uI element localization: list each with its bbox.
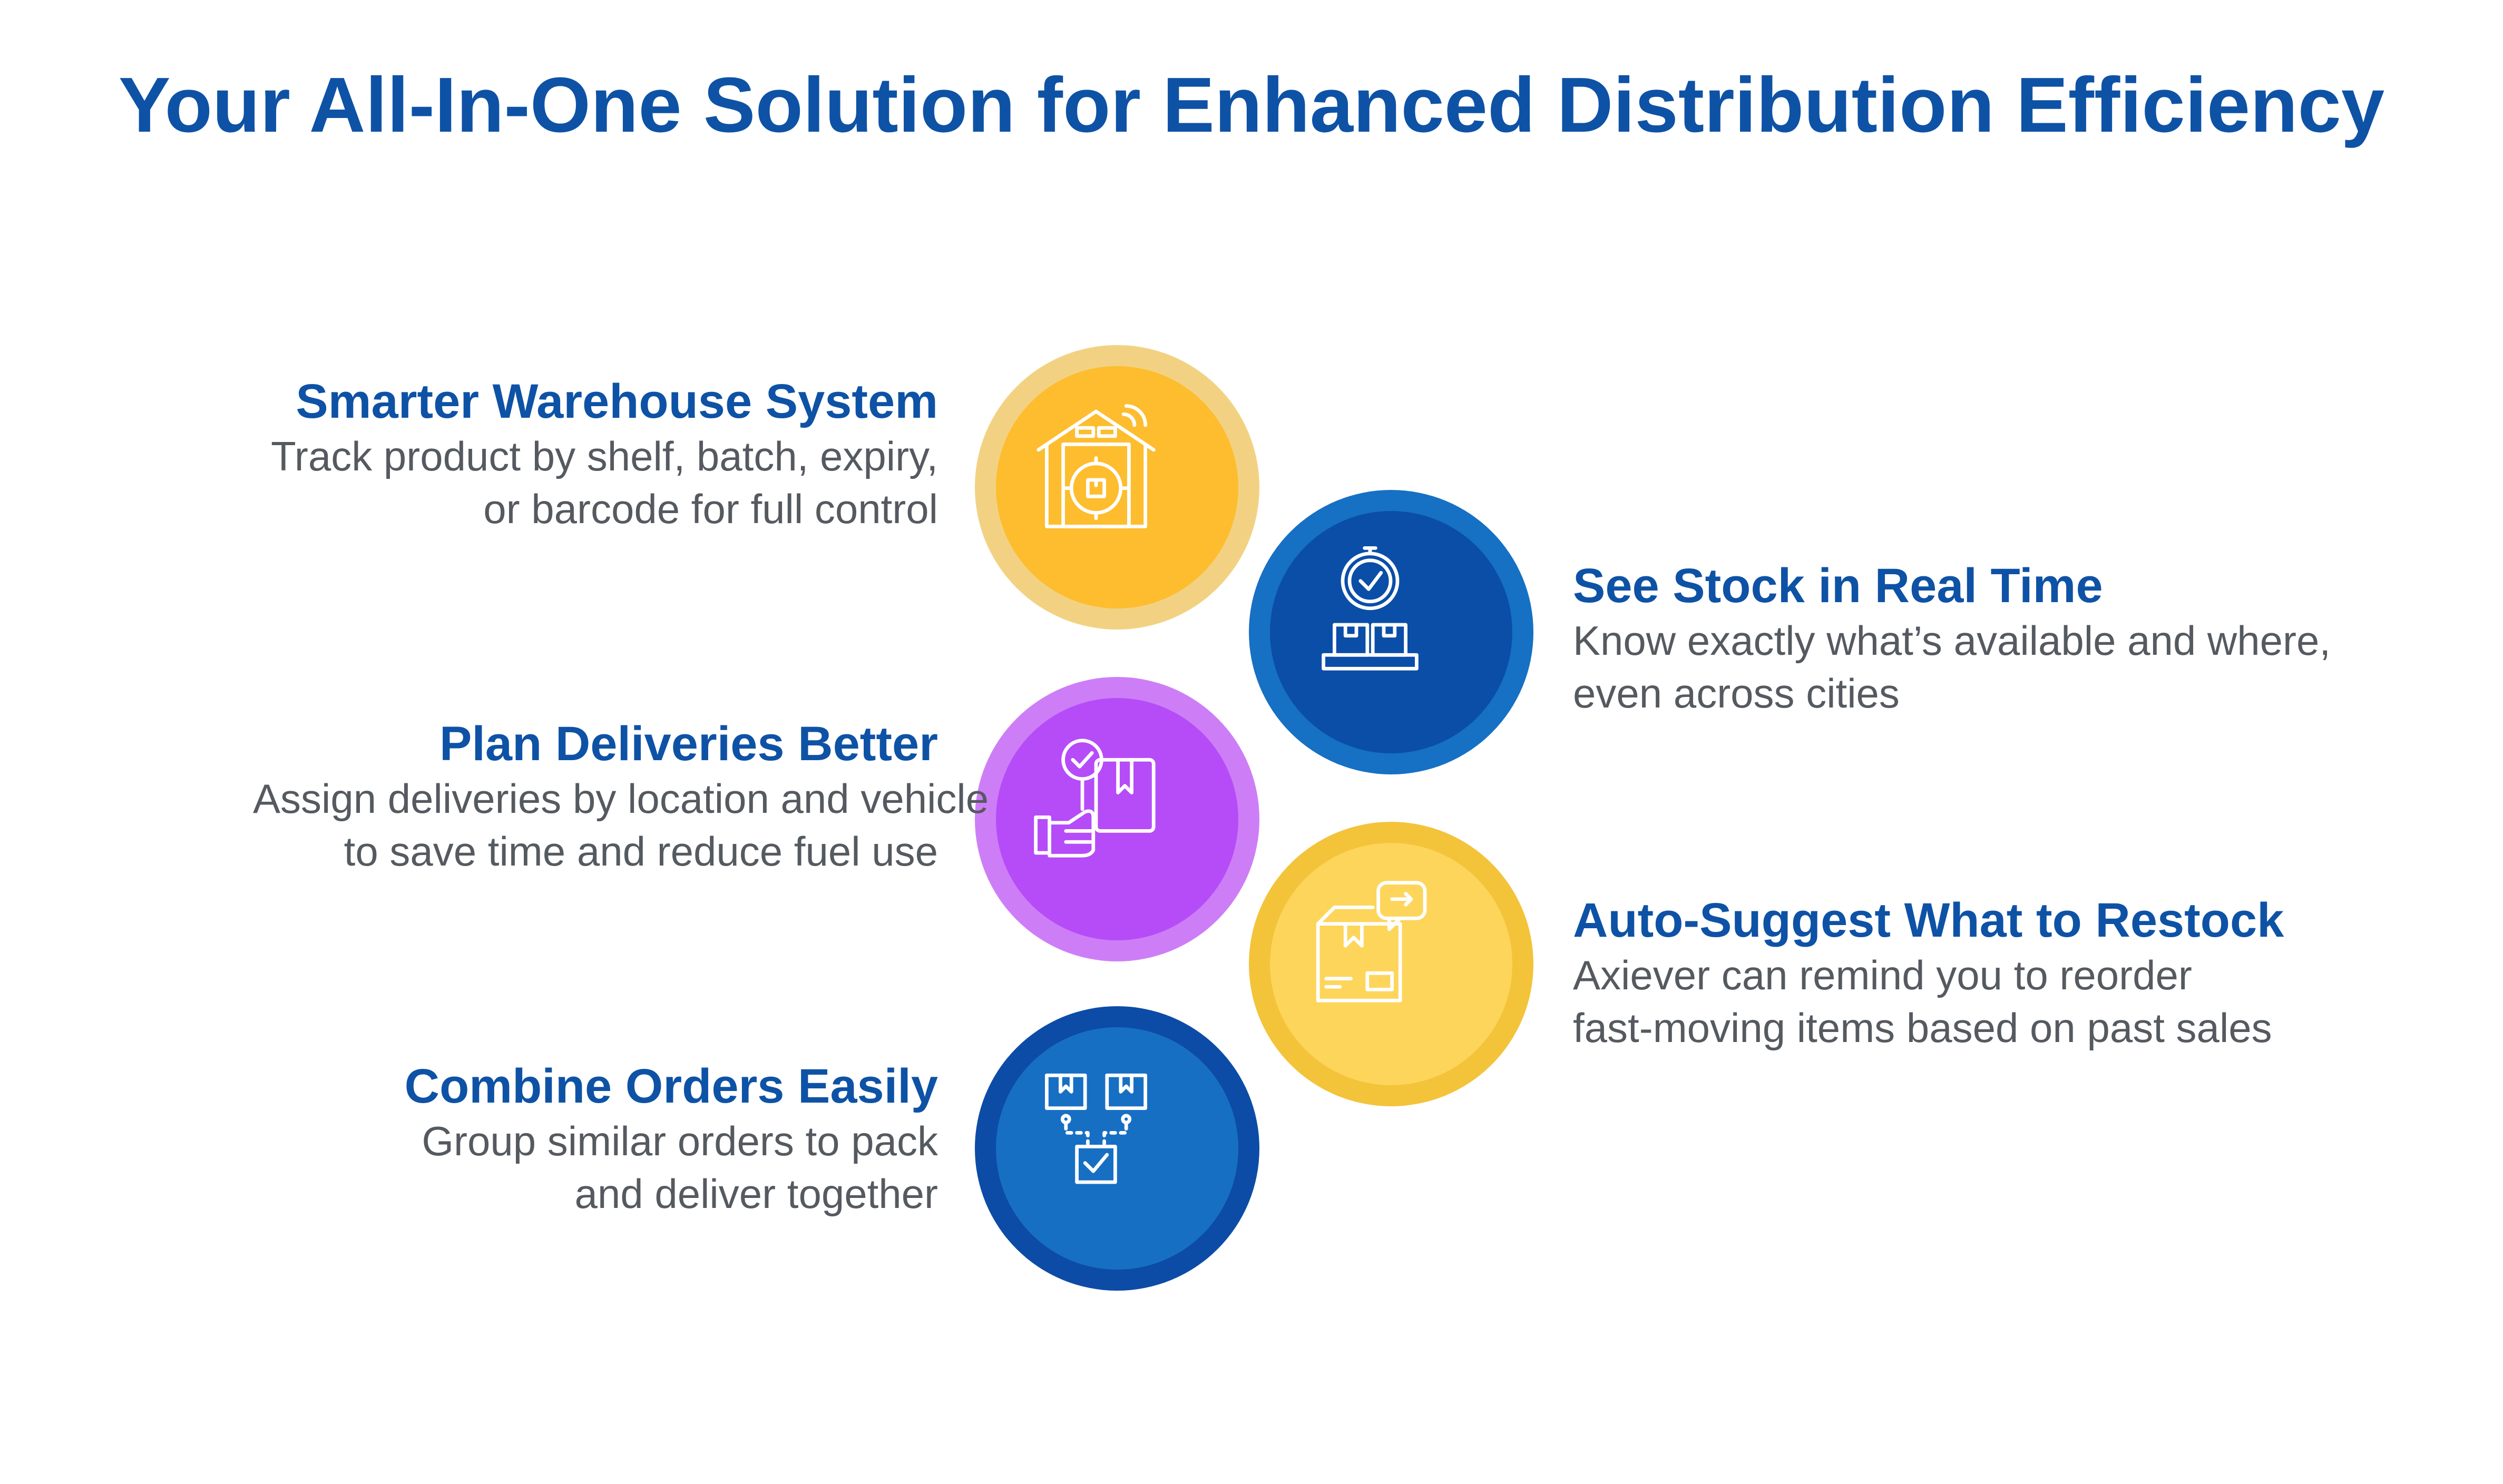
feature-text-restock: Auto-Suggest What to Restock Axiever can… — [1573, 893, 2284, 1054]
delivery-hand-icon — [1034, 739, 1156, 858]
feature-title: Smarter Warehouse System — [296, 375, 938, 428]
feature-title: Combine Orders Easily — [404, 1059, 938, 1113]
feature-text-warehouse: Smarter Warehouse System Track product b… — [253, 374, 938, 535]
feature-title: See Stock in Real Time — [1573, 559, 2103, 613]
feature-description: Group similar orders to pack and deliver… — [422, 1117, 938, 1217]
feature-circle-stock — [1249, 490, 1533, 774]
feature-description: Track product by shelf, batch, expiry, o… — [271, 433, 938, 532]
feature-circle-deliveries — [975, 677, 1259, 961]
feature-title: Plan Deliveries Better — [439, 717, 938, 771]
feature-text-combine: Combine Orders Easily Group similar orde… — [253, 1059, 938, 1220]
feature-description: Assign deliveries by location and vehicl… — [253, 775, 989, 874]
page-title: Your All-In-One Solution for Enhanced Di… — [118, 62, 2385, 149]
stock-clock-icon — [1322, 546, 1419, 671]
warehouse-icon — [1037, 404, 1156, 528]
feature-circle-combine — [975, 1006, 1259, 1291]
feature-title: Auto-Suggest What to Restock — [1573, 893, 2284, 947]
restock-box-icon — [1316, 881, 1427, 1003]
feature-circle-restock — [1249, 822, 1533, 1106]
combine-orders-icon — [1045, 1073, 1147, 1184]
feature-description: Axiever can remind you to reorder fast-m… — [1573, 951, 2272, 1051]
feature-text-deliveries: Plan Deliveries Better Assign deliveries… — [253, 716, 989, 878]
feature-text-stock: See Stock in Real Time Know exactly what… — [1573, 558, 2331, 720]
feature-description: Know exactly what’s available and where,… — [1573, 617, 2331, 716]
feature-circle-warehouse — [975, 345, 1259, 630]
